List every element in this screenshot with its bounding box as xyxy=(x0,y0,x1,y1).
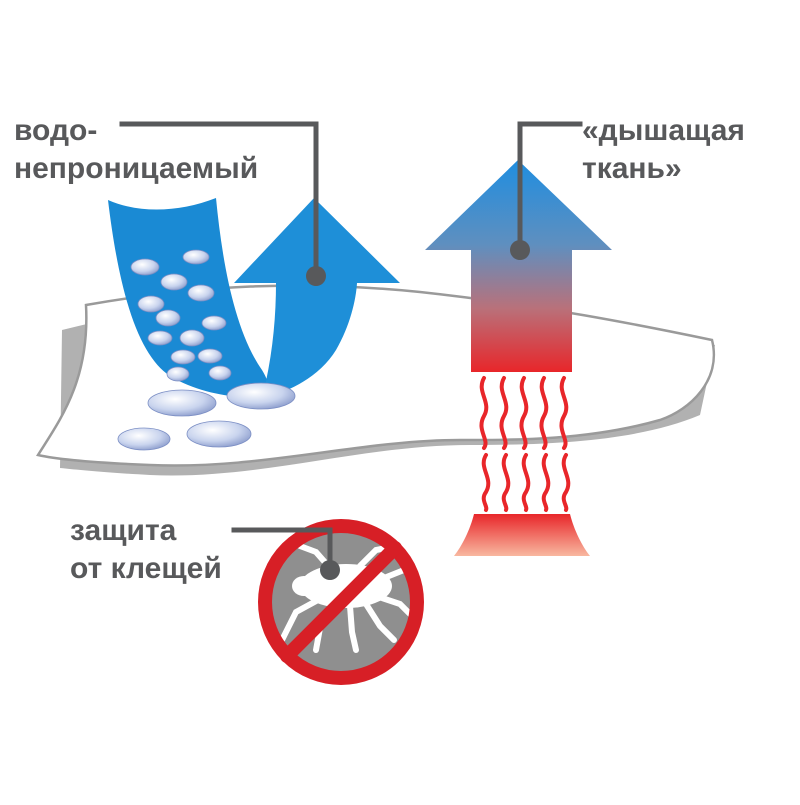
leader-breathable xyxy=(517,121,583,253)
leader-dots xyxy=(306,240,530,580)
leader-lines xyxy=(119,121,583,573)
leader-dot-mites xyxy=(320,560,340,580)
heat-source xyxy=(454,514,590,556)
label-mites: защита от клещей xyxy=(70,512,222,588)
label-waterproof-line2: непроницаемый xyxy=(14,152,259,185)
label-breathable-line1: «дышащая xyxy=(582,114,745,147)
prohibit-slash xyxy=(280,541,402,663)
label-mites-line1: защита xyxy=(70,514,177,547)
leader-dot-breathable xyxy=(510,240,530,260)
label-waterproof: водо- непроницаемый xyxy=(14,112,258,188)
breathable-arrow xyxy=(425,160,612,372)
leader-dot-waterproof xyxy=(306,266,326,286)
no-mites-icon xyxy=(258,519,424,685)
heat-waves-lower xyxy=(481,453,571,512)
heat-waves-upper xyxy=(479,376,569,450)
water-droplets xyxy=(130,249,232,382)
leader-waterproof xyxy=(119,121,319,279)
label-breathable: «дышащая ткань» xyxy=(582,112,745,188)
label-mites-line2: от клещей xyxy=(70,552,222,585)
leader-mites xyxy=(231,527,333,573)
label-waterproof-line1: водо- xyxy=(14,114,98,147)
label-breathable-line2: ткань» xyxy=(582,152,682,185)
surface-droplets xyxy=(117,382,296,451)
water-splash xyxy=(108,198,269,398)
deflect-arrow xyxy=(234,198,400,398)
